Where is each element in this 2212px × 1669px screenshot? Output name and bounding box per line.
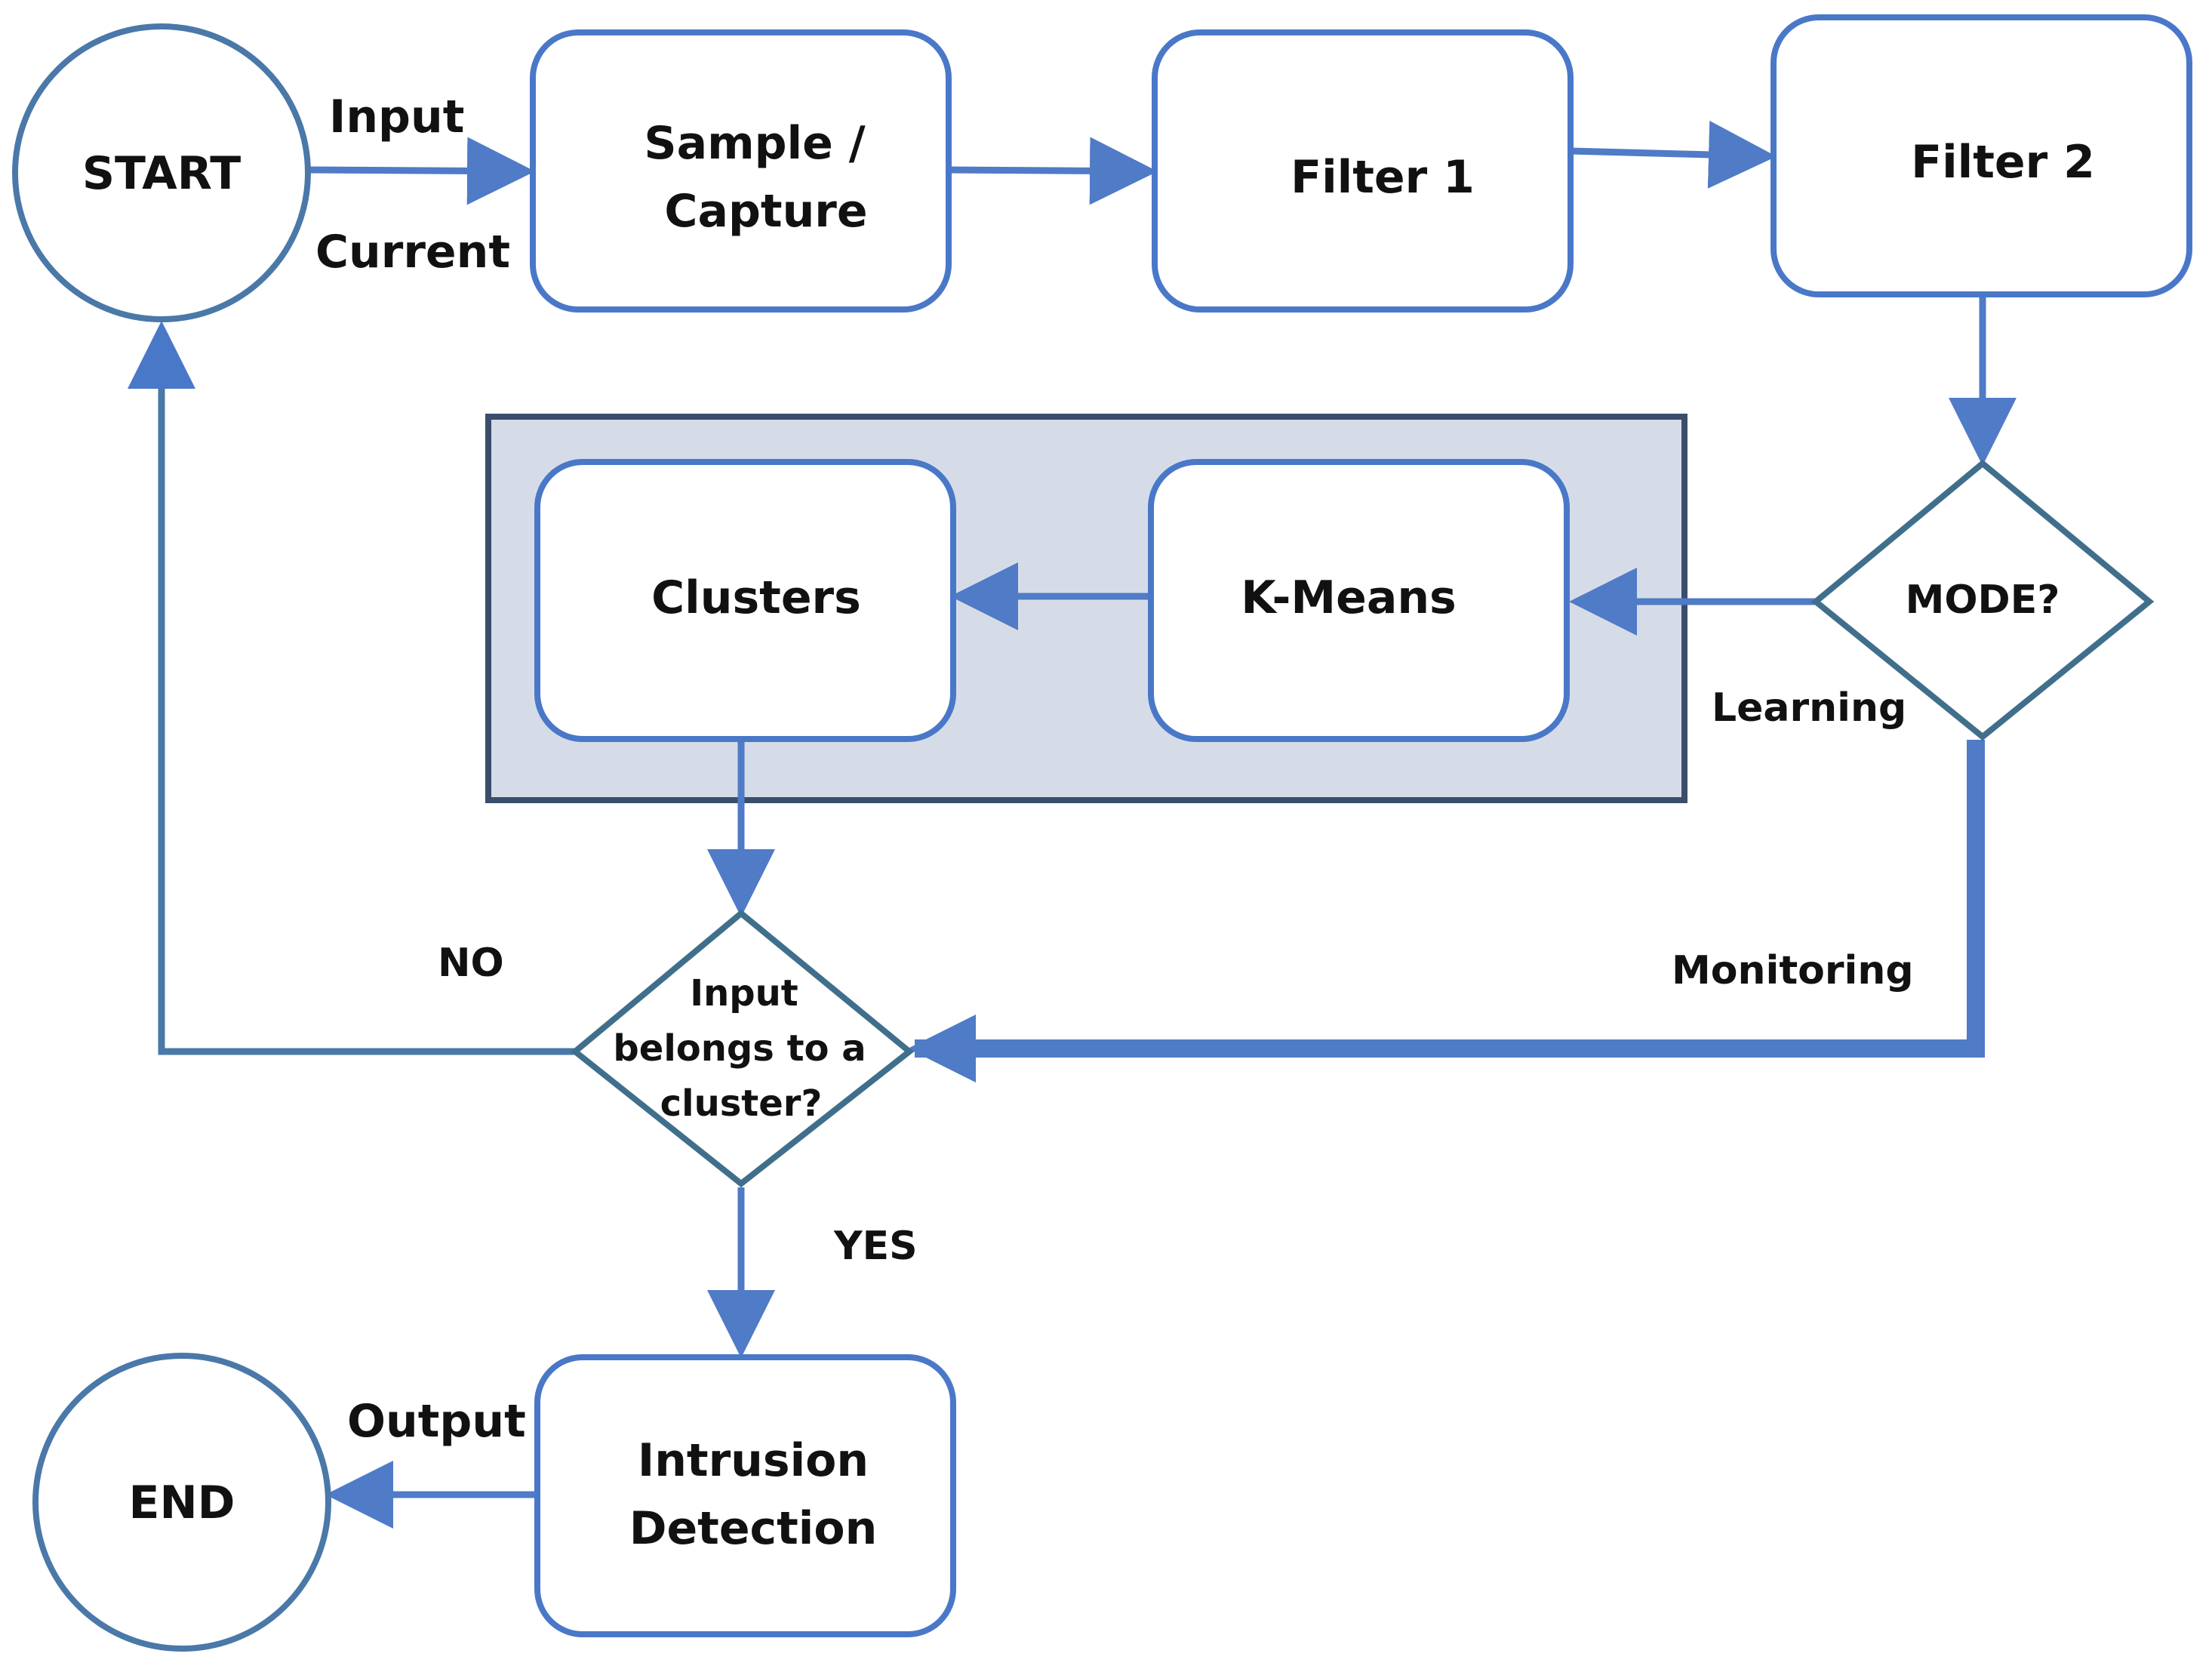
connector-sample-to-filter1 <box>950 137 1158 205</box>
start-label: START <box>82 147 241 200</box>
kmeans-label: K-Means <box>1241 571 1457 624</box>
connector-mode-monitoring-to-decision <box>915 740 1985 1058</box>
intrusion-detection-box <box>534 1354 956 1637</box>
clusters-label: Clusters <box>651 571 861 624</box>
connector-start-to-sample <box>309 137 535 205</box>
yes-label: YES <box>833 1224 918 1269</box>
mode-decision-label: MODE? <box>1906 577 2060 623</box>
sample-capture-box <box>530 29 952 313</box>
learning-label: Learning <box>1712 685 1906 731</box>
belongs-decision-label-line1: Input <box>690 972 798 1015</box>
filter2-box <box>1771 14 2192 297</box>
end-label: END <box>128 1477 235 1529</box>
filter2-label: Filter 2 <box>1911 136 2095 189</box>
mode-decision <box>1811 459 2155 741</box>
connector-filter1-to-filter2 <box>1569 120 1777 189</box>
belongs-decision <box>570 909 915 1188</box>
connector-no-to-start <box>128 321 575 1055</box>
input-label: Input <box>329 91 464 143</box>
clusters-box <box>534 459 956 742</box>
filter1-box <box>1152 29 1574 313</box>
no-label: NO <box>438 941 504 986</box>
end-node <box>32 1353 331 1652</box>
intrusion-detection-label-line1: Intrusion <box>638 1434 869 1487</box>
current-label: Current <box>315 226 510 279</box>
belongs-decision-label-line2: belongs to a <box>613 1027 866 1070</box>
start-node <box>12 23 311 322</box>
sample-capture-label-line2: Capture <box>664 185 867 238</box>
belongs-decision-label-line3: cluster? <box>660 1082 823 1125</box>
output-label: Output <box>347 1395 526 1448</box>
sample-capture-label-line1: Sample / <box>644 117 865 170</box>
intrusion-detection-label-line2: Detection <box>629 1502 878 1555</box>
monitoring-label: Monitoring <box>1672 948 1914 993</box>
filter1-label: Filter 1 <box>1291 151 1475 204</box>
kmeans-box <box>1148 459 1570 742</box>
